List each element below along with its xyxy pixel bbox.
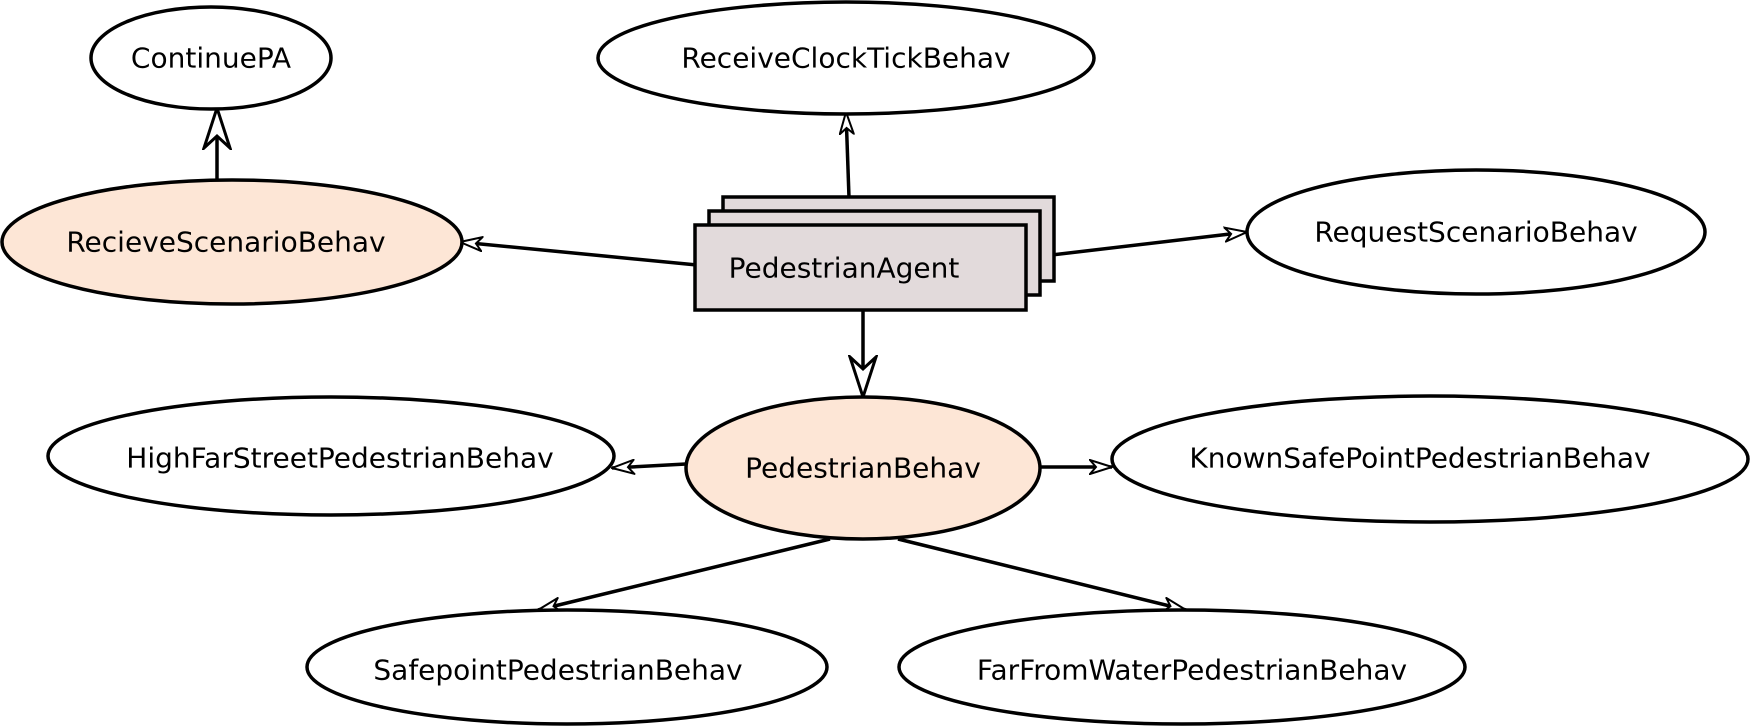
node-high-far-street: HighFarStreetPedestrianBehav xyxy=(46,395,616,517)
node-request-scenario: RequestScenarioBehav xyxy=(1245,168,1707,296)
edge-agent-to-requestscenario xyxy=(1025,232,1247,260)
node-continue-pa: ContinuePA xyxy=(89,5,333,111)
edge-pedestrianbehav-to-highfarstreet xyxy=(612,464,687,468)
node-request-scenario-label: RequestScenarioBehav xyxy=(1314,216,1637,249)
node-pedestrian-agent: PedestrianAgent xyxy=(693,195,1056,312)
edge-pedestrianbehav-to-farfromwater xyxy=(897,537,1186,610)
node-safepoint-label: SafepointPedestrianBehav xyxy=(373,654,742,687)
node-far-from-water-label: FarFromWaterPedestrianBehav xyxy=(977,654,1407,687)
node-high-far-street-shape xyxy=(46,395,616,517)
edges xyxy=(217,108,1247,610)
node-pedestrian-behav: PedestrianBehav xyxy=(684,395,1042,541)
node-known-safe-point: KnownSafePointPedestrianBehav xyxy=(1110,394,1750,524)
node-safepoint-shape xyxy=(305,608,829,726)
node-continue-pa-shape xyxy=(89,5,333,111)
node-high-far-street-label: HighFarStreetPedestrianBehav xyxy=(126,442,553,475)
node-receive-clock-tick: ReceiveClockTickBehav xyxy=(596,0,1096,116)
node-receive-clock-tick-label: ReceiveClockTickBehav xyxy=(681,42,1010,75)
agent-stack-front xyxy=(693,223,1028,312)
node-known-safe-point-shape xyxy=(1110,394,1750,524)
node-recieve-scenario-label: RecieveScenarioBehav xyxy=(66,226,385,259)
node-recieve-scenario-shape xyxy=(0,178,464,306)
edge-pedestrianbehav-to-safepoint xyxy=(538,537,831,610)
node-continue-pa-label: ContinuePA xyxy=(131,42,291,75)
node-pedestrian-behav-shape xyxy=(684,395,1042,541)
node-known-safe-point-label: KnownSafePointPedestrianBehav xyxy=(1189,442,1650,475)
node-request-scenario-shape xyxy=(1245,168,1707,296)
node-safepoint: SafepointPedestrianBehav xyxy=(305,608,829,726)
node-pedestrian-agent-label: PedestrianAgent xyxy=(729,252,960,285)
node-far-from-water: FarFromWaterPedestrianBehav xyxy=(897,608,1467,726)
node-pedestrian-behav-label: PedestrianBehav xyxy=(745,452,981,485)
node-recieve-scenario: RecieveScenarioBehav xyxy=(0,178,464,306)
node-far-from-water-shape xyxy=(897,608,1467,726)
edge-agent-to-recievescenario xyxy=(460,242,698,267)
node-receive-clock-tick-shape xyxy=(596,0,1096,116)
